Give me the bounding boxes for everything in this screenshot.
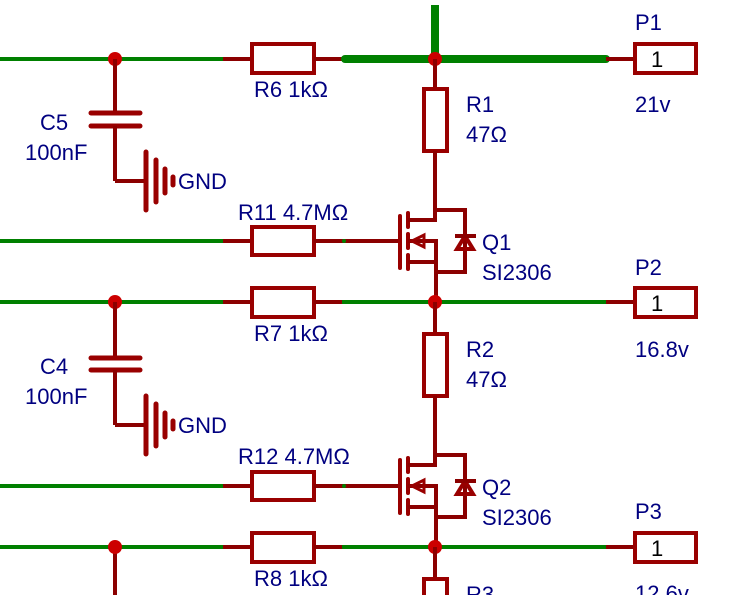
r8-label: R8 1kΩ [254,566,328,591]
r1-ref-label: R1 [466,92,494,117]
net-row-2: 1 P2 16.8v R7 1kΩ [0,255,698,362]
gate-net-1: R11 4.7MΩ [0,200,399,257]
r2-resistor[interactable]: R2 47Ω [422,302,507,458]
r3-resistor[interactable]: R3 [422,547,494,595]
net-dot [342,239,346,243]
p1-connector-body[interactable] [633,42,698,75]
c4-value-label: 100nF [25,384,87,409]
p2-pin-number: 1 [651,291,663,316]
r1-body [422,87,449,153]
p3-voltage-label: 12.6v [635,581,689,595]
p2-voltage-label: 16.8v [635,337,689,362]
q1-mosfet[interactable]: Q1 SI2306 [398,185,552,302]
r6-label: R6 1kΩ [254,77,328,102]
q1-ref-label: Q1 [482,230,511,255]
p3-ref-label: P3 [635,499,662,524]
r7-label: R7 1kΩ [254,321,328,346]
q1-part-label: SI2306 [482,260,552,285]
r11-label: R11 4.7MΩ [238,200,348,225]
p2-connector-body[interactable] [633,286,698,319]
p2-ref-label: P2 [635,255,662,280]
gate-net-2: R12 4.7MΩ [0,444,399,502]
q2-drain [408,430,437,467]
p3-pin-number: 1 [651,536,663,561]
net-dot [342,484,346,488]
q2-source [408,484,438,509]
r3-body [422,577,449,595]
gnd-label: GND [178,413,227,438]
q2-body-diode-wire [435,453,467,519]
r12-body[interactable] [250,470,316,502]
r2-value-label: 47Ω [466,367,507,392]
q2-mosfet[interactable]: Q2 SI2306 [398,430,552,547]
r1-value-label: 47Ω [466,122,507,147]
q1-source [408,239,438,264]
r12-label: R12 4.7MΩ [238,444,350,469]
q2-ref-label: Q2 [482,475,511,500]
r6-body[interactable] [250,42,316,75]
junction-dot [108,540,122,554]
q1-diode-icon [453,232,477,251]
gnd-label: GND [178,169,227,194]
c5-ref-label: C5 [40,110,68,135]
c4-capacitor[interactable]: C4 100nF [25,302,146,427]
ground-symbol: GND [143,393,227,457]
r8-body[interactable] [250,531,316,564]
r2-ref-label: R2 [466,337,494,362]
p1-voltage-label: 21v [635,92,670,117]
r2-body [422,332,449,398]
ground-symbol: GND [143,149,227,213]
p1-pin-number: 1 [651,47,663,72]
c5-value-label: 100nF [25,140,87,165]
r7-body[interactable] [250,286,316,319]
q2-part-label: SI2306 [482,505,552,530]
p1-ref-label: P1 [635,10,662,35]
p3-connector-body[interactable] [633,531,698,564]
q1-body-diode-wire [435,208,467,274]
c5-capacitor[interactable]: C5 100nF [25,59,146,183]
q2-arrow-icon [408,477,426,495]
q1-arrow-icon [408,232,426,250]
c4-ref-label: C4 [40,354,68,379]
q2-diode-icon [453,477,477,496]
net-row-1: 1 P1 21v R6 1kΩ [0,5,698,117]
r3-ref-label: R3 [466,582,494,595]
q1-drain [408,185,437,222]
r11-body[interactable] [250,225,316,257]
net-row-3: 1 P3 12.6v R8 1kΩ [0,499,698,595]
